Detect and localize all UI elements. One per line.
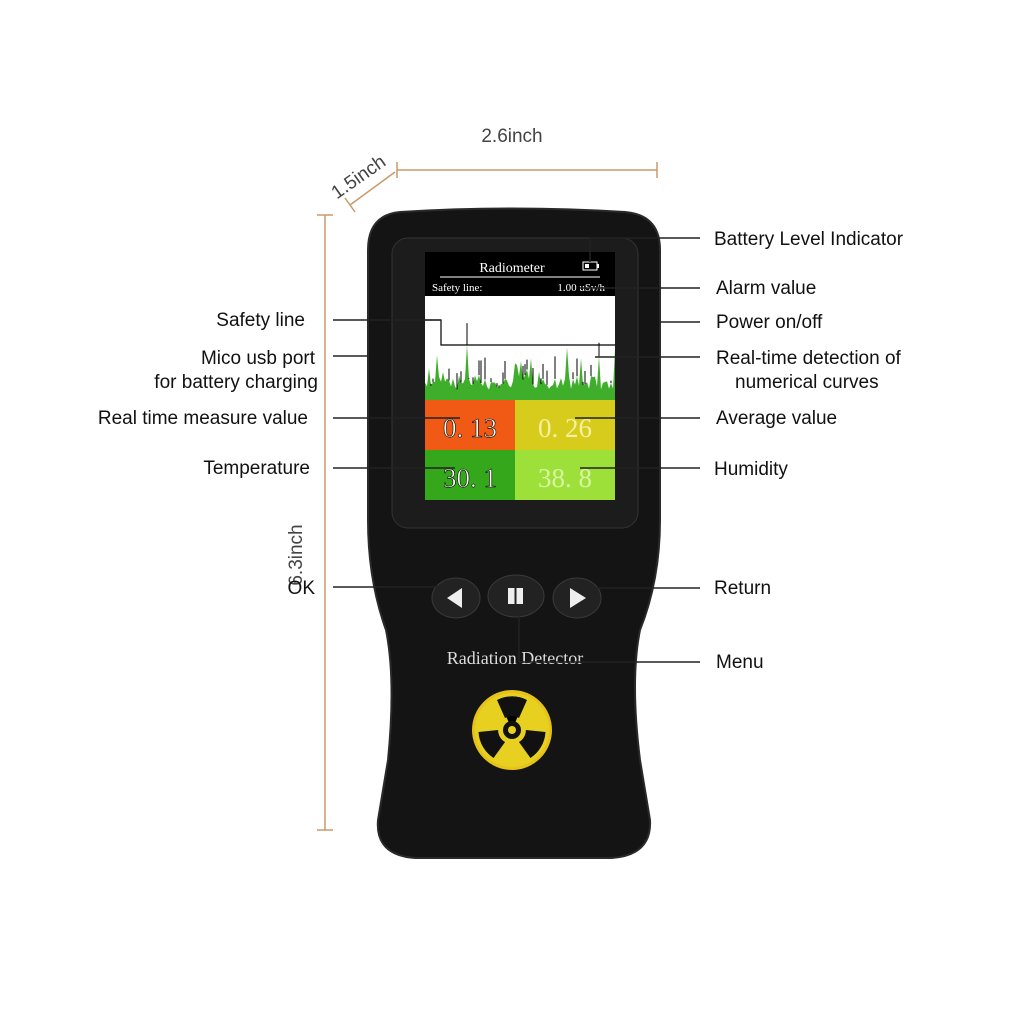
left-button[interactable] xyxy=(431,577,481,619)
label-power: Power on/off xyxy=(716,312,823,333)
label-realtime: Real time measure value xyxy=(98,408,308,429)
label-temperature: Temperature xyxy=(203,458,310,479)
temperature-tile xyxy=(425,450,515,500)
label-battery: Battery Level Indicator xyxy=(714,229,904,250)
label-usb-port-2: for battery charging xyxy=(154,372,318,393)
realtime-curve xyxy=(425,323,615,400)
brand-text: Radiation Detector xyxy=(447,648,583,668)
label-usb-port: Mico usb port xyxy=(201,348,316,369)
ok-button[interactable] xyxy=(487,574,545,618)
right-arrow-icon xyxy=(570,588,586,608)
label-safety-line: Safety line xyxy=(216,310,305,331)
width-label: 2.6inch xyxy=(481,126,542,147)
label-alarm: Alarm value xyxy=(716,278,816,299)
device-screen: Radiometer Safety line: 1.00 uSv/h 0. 13… xyxy=(425,252,615,500)
label-ok: OK xyxy=(288,578,316,599)
realtime-tile xyxy=(425,400,515,450)
curve-fill xyxy=(425,344,615,400)
dimension-width: 2.6inch xyxy=(396,126,658,178)
label-menu: Menu xyxy=(716,652,764,673)
average-tile xyxy=(515,400,615,450)
dimension-depth: 1.5inch xyxy=(328,151,396,213)
label-curves-2: numerical curves xyxy=(735,372,879,393)
radiation-trefoil-icon xyxy=(472,690,552,770)
dimension-height: 6.3inch xyxy=(286,214,333,831)
label-return: Return xyxy=(714,578,771,599)
safety-line-label: Safety line: xyxy=(432,282,482,294)
label-curves: Real-time detection of xyxy=(716,348,902,369)
right-button[interactable] xyxy=(552,577,602,619)
depth-label: 1.5inch xyxy=(328,151,390,203)
height-label: 6.3inch xyxy=(286,524,307,585)
humidity-tile xyxy=(515,450,615,500)
label-humidity: Humidity xyxy=(714,459,788,480)
label-average: Average value xyxy=(716,408,837,429)
screen-title: Radiometer xyxy=(479,261,545,276)
left-arrow-icon xyxy=(447,588,462,608)
